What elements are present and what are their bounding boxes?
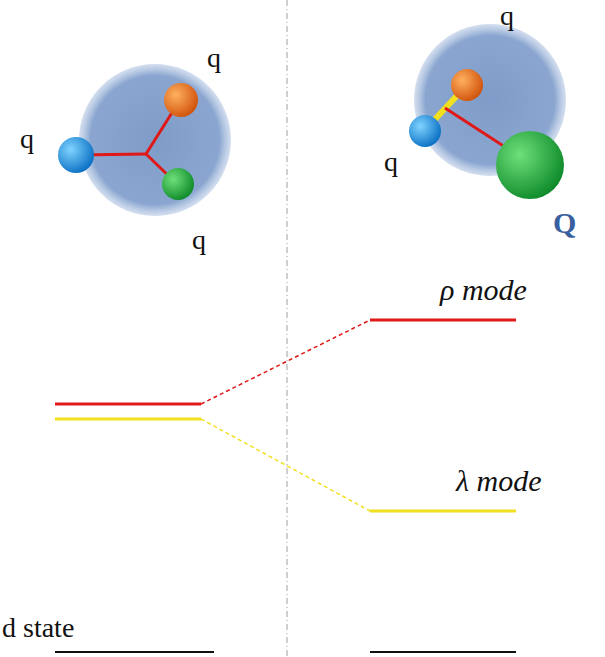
quark-label: q [20, 125, 34, 153]
level-line [55, 403, 201, 406]
state-label: d state [2, 614, 74, 642]
divider [287, 0, 288, 657]
heavy-quark-label: Q [553, 208, 576, 238]
ground-line [55, 651, 214, 653]
level-line [370, 510, 516, 513]
ground-line [370, 651, 516, 653]
quark [451, 69, 483, 101]
quark [162, 168, 194, 200]
mode-label: λ mode [456, 466, 541, 496]
string-lines [77, 100, 180, 183]
baryon-cloud [79, 64, 231, 216]
heavy-quark [496, 131, 564, 199]
mode-label: ρ mode [440, 275, 527, 305]
quark-label: q [500, 2, 514, 30]
quark [58, 137, 94, 173]
level-line [370, 319, 516, 322]
quark [409, 115, 441, 147]
quark [164, 83, 198, 117]
quark-label: q [192, 226, 206, 254]
level-line [55, 418, 201, 421]
quark-label: q [384, 148, 398, 176]
shift-line [201, 320, 370, 404]
quark-label: q [207, 44, 221, 72]
shift-line [201, 419, 370, 511]
